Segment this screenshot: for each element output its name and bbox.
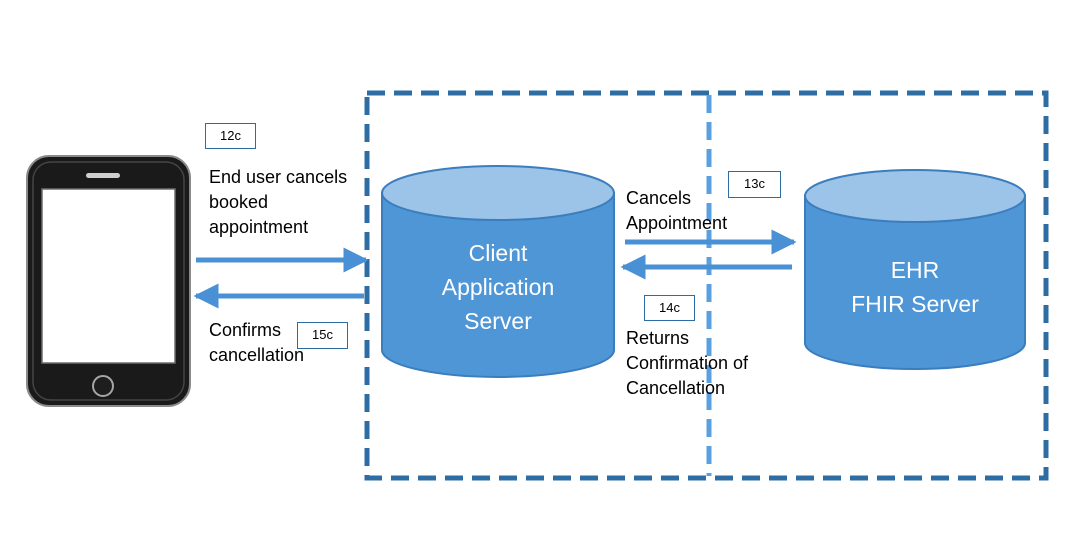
client-server-label: Client Application Server bbox=[441, 240, 555, 334]
ehr-server-label: EHR FHIR Server bbox=[851, 257, 979, 317]
label-user-cancels: End user cancels booked appointment bbox=[209, 167, 348, 237]
label-confirms-cancellation: Confirms cancellation bbox=[209, 320, 305, 365]
label-cancels-appointment: Cancels Appointment bbox=[626, 188, 728, 233]
step-badge-14c: 14c bbox=[644, 295, 695, 321]
step-badge-15c: 15c bbox=[297, 322, 348, 349]
ehr-server-cylinder bbox=[804, 169, 1026, 370]
step-badge-13c: 13c bbox=[728, 171, 781, 198]
client-server-cylinder bbox=[381, 165, 615, 378]
label-returns-confirmation: Returns Confirmation of Cancellation bbox=[626, 328, 749, 398]
phone-speaker bbox=[86, 173, 120, 178]
phone-screen bbox=[41, 188, 176, 364]
phone-home-button bbox=[92, 375, 114, 397]
smartphone-icon bbox=[26, 155, 191, 407]
step-badge-12c: 12c bbox=[205, 123, 256, 149]
system-boundary bbox=[364, 90, 1049, 481]
